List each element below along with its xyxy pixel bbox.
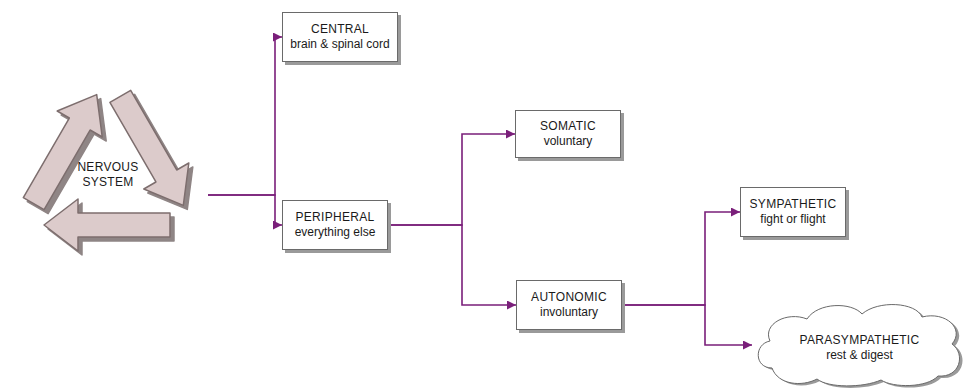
sympathetic-box: SYMPATHETICfight or flight: [740, 187, 846, 237]
node-subtitle: fight or flight: [760, 212, 825, 227]
node-subtitle: involuntary: [540, 305, 598, 320]
connector-arrow: [388, 134, 515, 225]
nervous-system-symbol: NERVOUS SYSTEM: [8, 60, 208, 260]
node-subtitle: everything else: [295, 225, 376, 240]
autonomic-box: AUTONOMICinvoluntary: [516, 280, 622, 330]
peripheral-box: PERIPHERALeverything else: [282, 200, 388, 250]
node-subtitle: brain & spinal cord: [290, 37, 389, 52]
node-heading: SOMATIC: [540, 119, 596, 134]
central-box: CENTRALbrain & spinal cord: [282, 12, 398, 62]
connector-arrow: [388, 225, 516, 305]
node-text-holder: PARASYMPATHETICrest & digest: [772, 318, 947, 378]
somatic-box: SOMATICvoluntary: [515, 110, 621, 158]
connector-arrow: [208, 37, 282, 195]
connector-arrow: [622, 305, 752, 345]
node-subtitle: rest & digest: [826, 348, 893, 363]
node-heading: SYMPATHETIC: [750, 197, 837, 212]
node-heading: PERIPHERAL: [295, 210, 374, 225]
node-text-holder: NERVOUS SYSTEM: [48, 155, 168, 195]
node-subtitle: voluntary: [544, 134, 593, 149]
connector-arrow: [622, 212, 740, 305]
node-heading: CENTRAL: [311, 22, 369, 37]
connector-arrow: [208, 195, 282, 225]
parasympathetic-cloud: PARASYMPATHETICrest & digest: [752, 300, 967, 390]
node-heading: NERVOUS SYSTEM: [73, 160, 143, 190]
node-heading: PARASYMPATHETIC: [800, 333, 920, 348]
node-heading: AUTONOMIC: [531, 290, 607, 305]
